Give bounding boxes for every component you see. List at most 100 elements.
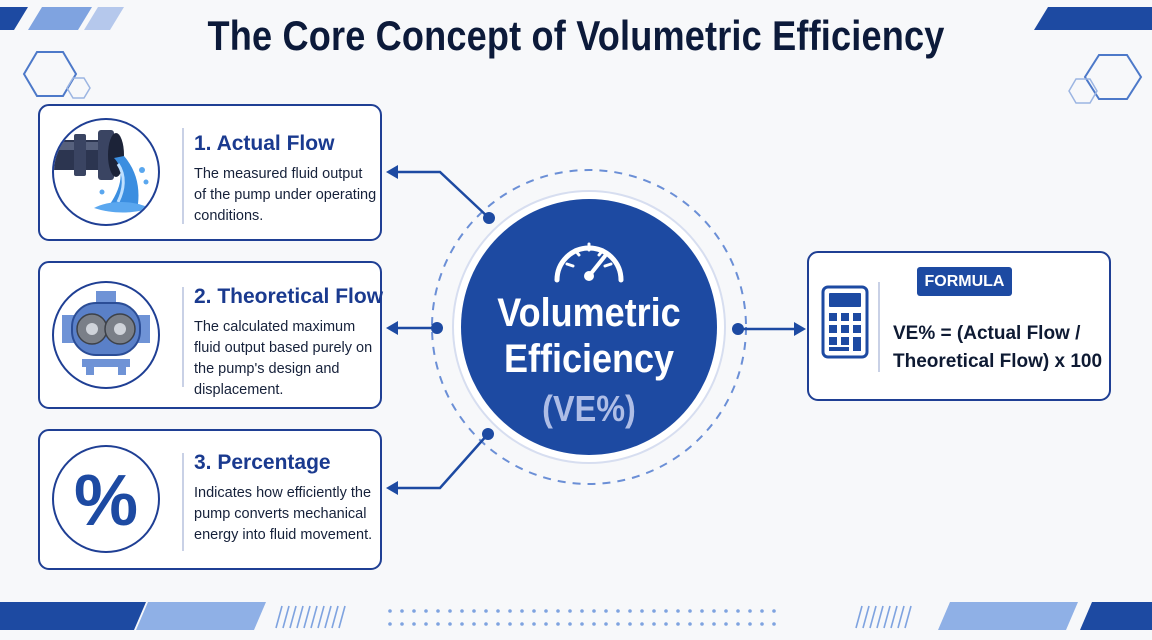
gear-pump-icon [52,281,160,389]
connector-dot [732,323,744,335]
top-left-stripe [0,7,28,30]
hexagon-decoration [1068,78,1098,104]
decorative-dot [388,609,392,613]
bottom-right-stripe [1080,602,1152,630]
connector-dot [482,428,494,440]
decorative-dot [712,609,716,613]
pipe-water-outflow-icon [52,118,160,226]
card-heading: 1. Actual Flow [194,132,335,155]
arrowhead-icon [386,481,398,495]
decorative-dot [400,622,404,626]
decorative-dot [508,609,512,613]
decorative-dot [772,622,776,626]
card-heading: 3. Percentage [194,451,331,474]
decorative-dot [424,609,428,613]
decorative-dot [664,622,668,626]
decorative-dot [688,609,692,613]
decorative-dot [460,609,464,613]
decorative-dot [472,622,476,626]
decorative-dot [604,609,608,613]
decorative-dot [628,622,632,626]
bottom-dot-pattern [388,609,776,626]
decorative-dot [592,609,596,613]
decorative-dot [448,622,452,626]
decorative-dot [640,622,644,626]
connector-percentage [396,433,489,490]
decorative-dot [676,622,680,626]
arrowhead-icon [386,321,398,335]
card-description: The calculated maximum fluid output base… [194,319,373,398]
calculator-icon [821,285,869,359]
decorative-dot [544,622,548,626]
hexagon-decoration [66,77,91,99]
decorative-dot [460,622,464,626]
card-percentage: % 3. Percentage Indicates how efficientl… [38,429,382,570]
decorative-dot [592,622,596,626]
formula-text: VE% = (Actual Flow / Theoretical Flow) x… [893,320,1105,376]
decorative-dot [412,609,416,613]
card-divider [182,128,184,224]
top-left-stripe [84,7,124,30]
decorative-dot [568,622,572,626]
decorative-dot [676,609,680,613]
formula-line1: VE% = (Actual Flow / [893,323,1081,344]
decorative-dot [448,609,452,613]
formula-divider [878,282,880,372]
decorative-dot [436,609,440,613]
decorative-dot [736,609,740,613]
decorative-dot [772,609,776,613]
decorative-dot [628,609,632,613]
decorative-dot [652,622,656,626]
bottom-left-hatch [275,605,346,629]
card-divider [182,287,184,387]
gauge-icon [554,242,624,283]
connector-actual-flow [396,170,490,219]
decorative-dot [496,622,500,626]
bottom-right-hatch [855,605,912,629]
decorative-dot [520,622,524,626]
formula-badge: FORMULA [917,267,1012,296]
decorative-dot [484,622,488,626]
decorative-dot [640,609,644,613]
decorative-dot [532,609,536,613]
connectors [396,170,795,490]
bottom-right-stripe [938,602,1078,630]
percent-icon: % [52,445,160,553]
decorative-dot [724,609,728,613]
bottom-left-stripe [136,602,266,630]
decorative-dot [388,622,392,626]
decorative-dot [484,609,488,613]
arrowhead-icon [794,322,806,336]
decorative-dot [700,609,704,613]
decorative-dot [424,622,428,626]
center-title-line2: Efficiency [503,337,675,381]
decorative-dot [436,622,440,626]
decorative-dot [616,622,620,626]
decorative-dot [580,622,584,626]
decorative-dot [736,622,740,626]
top-left-stripe [28,7,92,30]
decorative-dot [400,609,404,613]
bottom-left-stripe [0,602,146,630]
center-subtitle: (VE%) [542,388,636,429]
center-circle [461,199,717,455]
card-actual-flow: 1. Actual Flow The measured fluid output… [38,104,382,241]
svg-text:%: % [74,461,138,541]
decorative-dot [580,609,584,613]
decorative-dot [700,622,704,626]
connector-dot [483,212,495,224]
decorative-dot [412,622,416,626]
page-title: The Core Concept of Volumetric Efficienc… [207,12,945,59]
top-right-stripe [1034,7,1152,30]
card-description: Indicates how efficiently the pump conve… [194,485,373,543]
connector-dot [431,322,443,334]
decorative-dot [760,609,764,613]
decorative-dot [664,609,668,613]
card-heading: 2. Theoretical Flow [194,285,384,308]
decorative-dot [496,609,500,613]
decorative-dot [712,622,716,626]
hexagon-decoration [22,51,78,97]
decorative-dot [520,609,524,613]
decorative-dot [544,609,548,613]
card-theoretical-flow: 2. Theoretical Flow The calculated maxim… [38,261,384,409]
